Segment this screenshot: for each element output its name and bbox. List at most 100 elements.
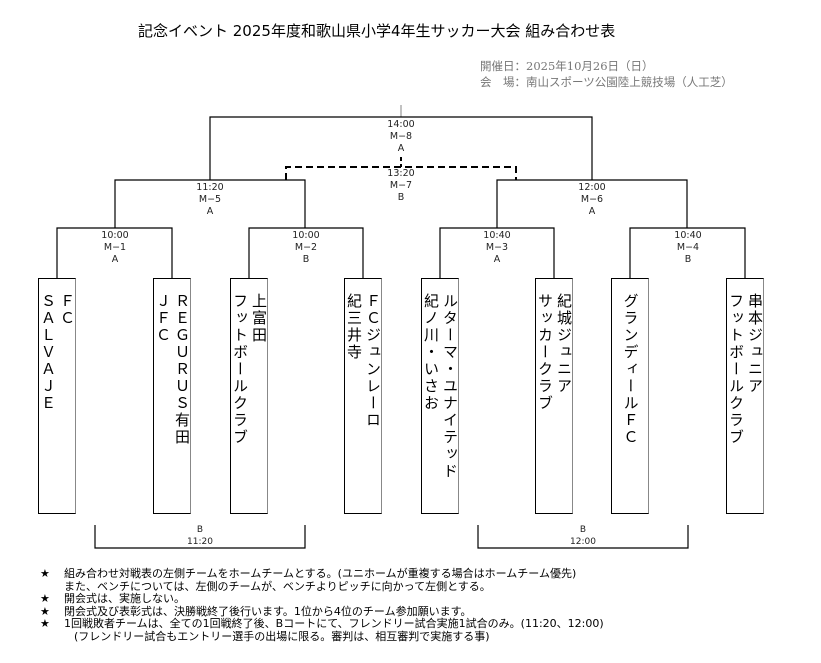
match-id: M−3 xyxy=(485,242,509,253)
r1-m4-line xyxy=(629,227,746,278)
final-line xyxy=(209,116,593,180)
note-item: ★ 1回戦敗者チームは、全ての1回戦終了後、Bコートにて、フレンドリー試合実施1試… xyxy=(40,618,604,631)
match-court: A xyxy=(493,254,501,265)
match-time: 14:00 xyxy=(387,119,415,130)
team-box: ＦＣジュンレーロ紀三井寺 xyxy=(344,278,382,514)
team-name-line: 串本ジュニア xyxy=(746,293,764,395)
team-name-line: フットボールクラブ xyxy=(231,293,249,446)
notes: ★ 組み合わせ対戦表の左側チームをホームチームとする。(ユニホームが重複する場合は… xyxy=(40,567,604,644)
match-id: M−6 xyxy=(580,194,604,205)
r1-m3-line xyxy=(439,227,555,278)
match-id: M−7 xyxy=(389,180,413,191)
match-court: A xyxy=(588,206,596,217)
note-text: 組み合わせ対戦表の左側チームをホームチームとする。(ユニホームが重複する場合はホ… xyxy=(64,567,577,580)
team-name-line: フットボールクラブ xyxy=(727,293,745,446)
friendly-2-line xyxy=(477,525,689,549)
note-item: (フレンドリー試合もエントリー選手の出場に限る。審判は、相互審判で実施する事) xyxy=(40,629,604,644)
match-id: M−2 xyxy=(294,242,318,253)
team-name: 上富田フットボールクラブ xyxy=(230,293,268,446)
match-court: A xyxy=(111,254,119,265)
team-name-line: 上富田 xyxy=(250,293,268,344)
friendly-time: 11:20 xyxy=(187,537,213,547)
match-id: M−5 xyxy=(198,194,222,205)
match-time: 11:20 xyxy=(196,182,224,193)
r1-m2-line xyxy=(248,227,364,278)
star-icon: ★ xyxy=(40,604,50,618)
friendly-court: B xyxy=(196,525,204,535)
match-court: B xyxy=(397,192,405,203)
team-name: 串本ジュニアフットボールクラブ xyxy=(726,293,764,446)
team-name-line: 紀三井寺 xyxy=(345,293,363,361)
event-venue: 会 場：南山スポーツ公園陸上競技場（人工芝） xyxy=(480,75,733,89)
match-time: 10:40 xyxy=(483,230,511,241)
team-name-line: ＦＣジュンレーロ xyxy=(364,293,382,429)
team-box: ルターマ・ユナイテッド紀ノ川・いさお xyxy=(421,278,459,514)
team-name-line: グランディールＦＣ xyxy=(621,293,640,446)
note-text: 閉会式及び表彰式は、決勝戦終了後行います。1位から4位のチーム参加願います。 xyxy=(64,604,472,618)
friendly-1-label: B 11:20 xyxy=(187,524,213,548)
friendly-court: B xyxy=(579,525,587,535)
team-box: 串本ジュニアフットボールクラブ xyxy=(726,278,764,514)
event-date: 開催日：2025年10月26日（日） xyxy=(480,59,654,73)
note-item: ★ 開会式は、実施しない。 xyxy=(40,593,604,606)
note-text: (フレンドリー試合もエントリー選手の出場に限る。審判は、相互審判で実施する事) xyxy=(74,629,490,643)
note-item: ★ 閉会式及び表彰式は、決勝戦終了後行います。1位から4位のチーム参加願います。 xyxy=(40,604,604,619)
match-time: 10:00 xyxy=(101,230,129,241)
team-name: グランディールＦＣ xyxy=(621,293,640,446)
match-court: B xyxy=(302,254,310,265)
team-name: ルターマ・ユナイテッド紀ノ川・いさお xyxy=(421,293,459,480)
page-title: 記念イベント 2025年度和歌山県小学4年生サッカー大会 組み合わせ表 xyxy=(138,22,616,40)
team-name-line: 紀ノ川・いさお xyxy=(422,293,440,412)
match-id: M−1 xyxy=(103,242,127,253)
third-place-line xyxy=(285,166,517,180)
note-item: また、ベンチについては、左側のチームが、ベンチよりピッチに向かって左側とする。 xyxy=(40,579,604,594)
semi-m5-line xyxy=(114,179,306,228)
match-time: 10:40 xyxy=(674,230,702,241)
team-name: ＦＣジュンレーロ紀三井寺 xyxy=(344,293,382,429)
semi-m6-line xyxy=(496,179,688,228)
team-name-line: ルターマ・ユナイテッド xyxy=(441,293,459,480)
friendly-2-label: B 12:00 xyxy=(570,524,596,548)
note-text: また、ベンチについては、左側のチームが、ベンチよりピッチに向かって左側とする。 xyxy=(64,579,491,593)
match-court: B xyxy=(684,254,692,265)
team-box: 上富田フットボールクラブ xyxy=(230,278,268,514)
r1-m1-line xyxy=(56,227,173,278)
team-box: グランディールＦＣ xyxy=(611,278,649,514)
team-name-line: ＪＦＣ xyxy=(154,293,172,344)
star-icon: ★ xyxy=(40,617,50,631)
team-name-line: ＳＡＬＶＡＪＥ xyxy=(39,293,57,412)
match-court: A xyxy=(397,143,405,154)
match-id: M−8 xyxy=(389,131,413,142)
match-id: M−4 xyxy=(676,242,700,253)
team-name-line: ＦＣ xyxy=(58,293,76,327)
star-icon: ★ xyxy=(40,567,50,580)
note-text: 1回戦敗者チームは、全ての1回戦終了後、Bコートにて、フレンドリー試合実施1試合… xyxy=(64,617,604,631)
friendly-1-line xyxy=(94,525,306,549)
team-name-line: サッカークラブ xyxy=(536,293,554,412)
star-icon: ★ xyxy=(40,592,50,606)
match-time: 13:20 xyxy=(387,168,415,179)
team-name: 紀城ジュニアサッカークラブ xyxy=(535,293,573,412)
team-box: 紀城ジュニアサッカークラブ xyxy=(535,278,573,514)
friendly-time: 12:00 xyxy=(570,537,596,547)
team-name-line: 紀城ジュニア xyxy=(555,293,573,395)
team-name-line: ＲＥＧＵＲＵＳ有田 xyxy=(173,293,191,446)
match-time: 10:00 xyxy=(292,230,320,241)
note-text: 開会式は、実施しない。 xyxy=(64,592,185,606)
match-court: A xyxy=(206,206,214,217)
match-time: 12:00 xyxy=(578,182,606,193)
